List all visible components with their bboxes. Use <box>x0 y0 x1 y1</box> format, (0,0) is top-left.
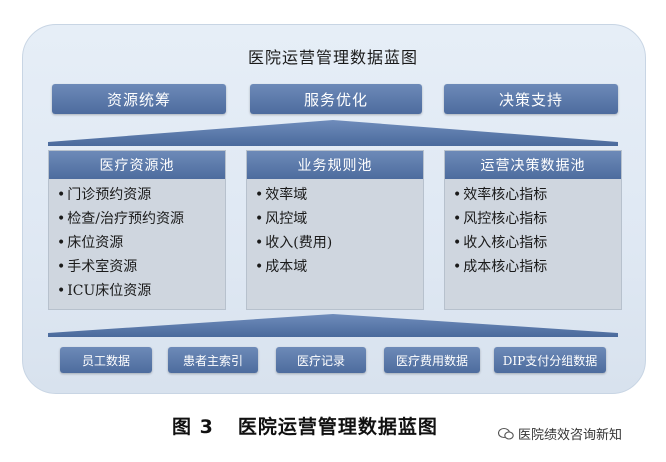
pool-operation-decision: 运营决策数据池 效率核心指标 风控核心指标 收入核心指标 成本核心指标 <box>444 150 622 310</box>
pool-item: 收入核心指标 <box>453 231 621 255</box>
pool-item: 成本域 <box>255 255 423 279</box>
pool-item: 检查/治疗预约资源 <box>57 207 225 231</box>
pool-item: 收入(费用) <box>255 231 423 255</box>
pool-item: 效率核心指标 <box>453 183 621 207</box>
top-button-resource: 资源统筹 <box>52 84 226 114</box>
pool-list: 效率域 风控域 收入(费用) 成本域 <box>247 179 423 279</box>
watermark: 医院绩效咨询新知 <box>498 424 622 443</box>
watermark-text: 医院绩效咨询新知 <box>518 428 623 443</box>
top-button-decision: 决策支持 <box>444 84 618 114</box>
pool-item: 风控核心指标 <box>453 207 621 231</box>
figure-caption-text: 医院运营管理数据蓝图 <box>237 416 438 438</box>
pool-item: 手术室资源 <box>57 255 225 279</box>
pool-item: 成本核心指标 <box>453 255 621 279</box>
base-button-medical-fees: 医疗费用数据 <box>384 347 480 373</box>
pool-item: 床位资源 <box>57 231 225 255</box>
pool-list: 门诊预约资源 检查/治疗预约资源 床位资源 手术室资源 ICU床位资源 <box>49 179 225 303</box>
base-button-dip: DIP支付分组数据 <box>494 347 606 373</box>
figure-number: 图 3 <box>172 416 214 438</box>
pool-business-rules: 业务规则池 效率域 风控域 收入(费用) 成本域 <box>246 150 424 310</box>
diagram-title: 医院运营管理数据蓝图 <box>247 48 418 67</box>
base-button-medical-records: 医疗记录 <box>276 347 366 373</box>
pool-title: 运营决策数据池 <box>445 151 621 179</box>
pool-item: ICU床位资源 <box>57 279 225 303</box>
pool-title: 业务规则池 <box>247 151 423 179</box>
pool-list: 效率核心指标 风控核心指标 收入核心指标 成本核心指标 <box>445 179 621 279</box>
pool-item: 风控域 <box>255 207 423 231</box>
upper-wedge <box>48 120 618 146</box>
pool-medical-resource: 医疗资源池 门诊预约资源 检查/治疗预约资源 床位资源 手术室资源 ICU床位资… <box>48 150 226 310</box>
pool-item: 门诊预约资源 <box>57 183 225 207</box>
wechat-icon <box>498 427 514 440</box>
pool-item: 效率域 <box>255 183 423 207</box>
figure-caption: 图 3 医院运营管理数据蓝图 <box>172 412 438 439</box>
base-button-staff: 员工数据 <box>60 347 152 373</box>
pool-title: 医疗资源池 <box>49 151 225 179</box>
base-button-patient-index: 患者主索引 <box>168 347 258 373</box>
top-button-service: 服务优化 <box>250 84 422 114</box>
lower-wedge <box>48 314 618 337</box>
